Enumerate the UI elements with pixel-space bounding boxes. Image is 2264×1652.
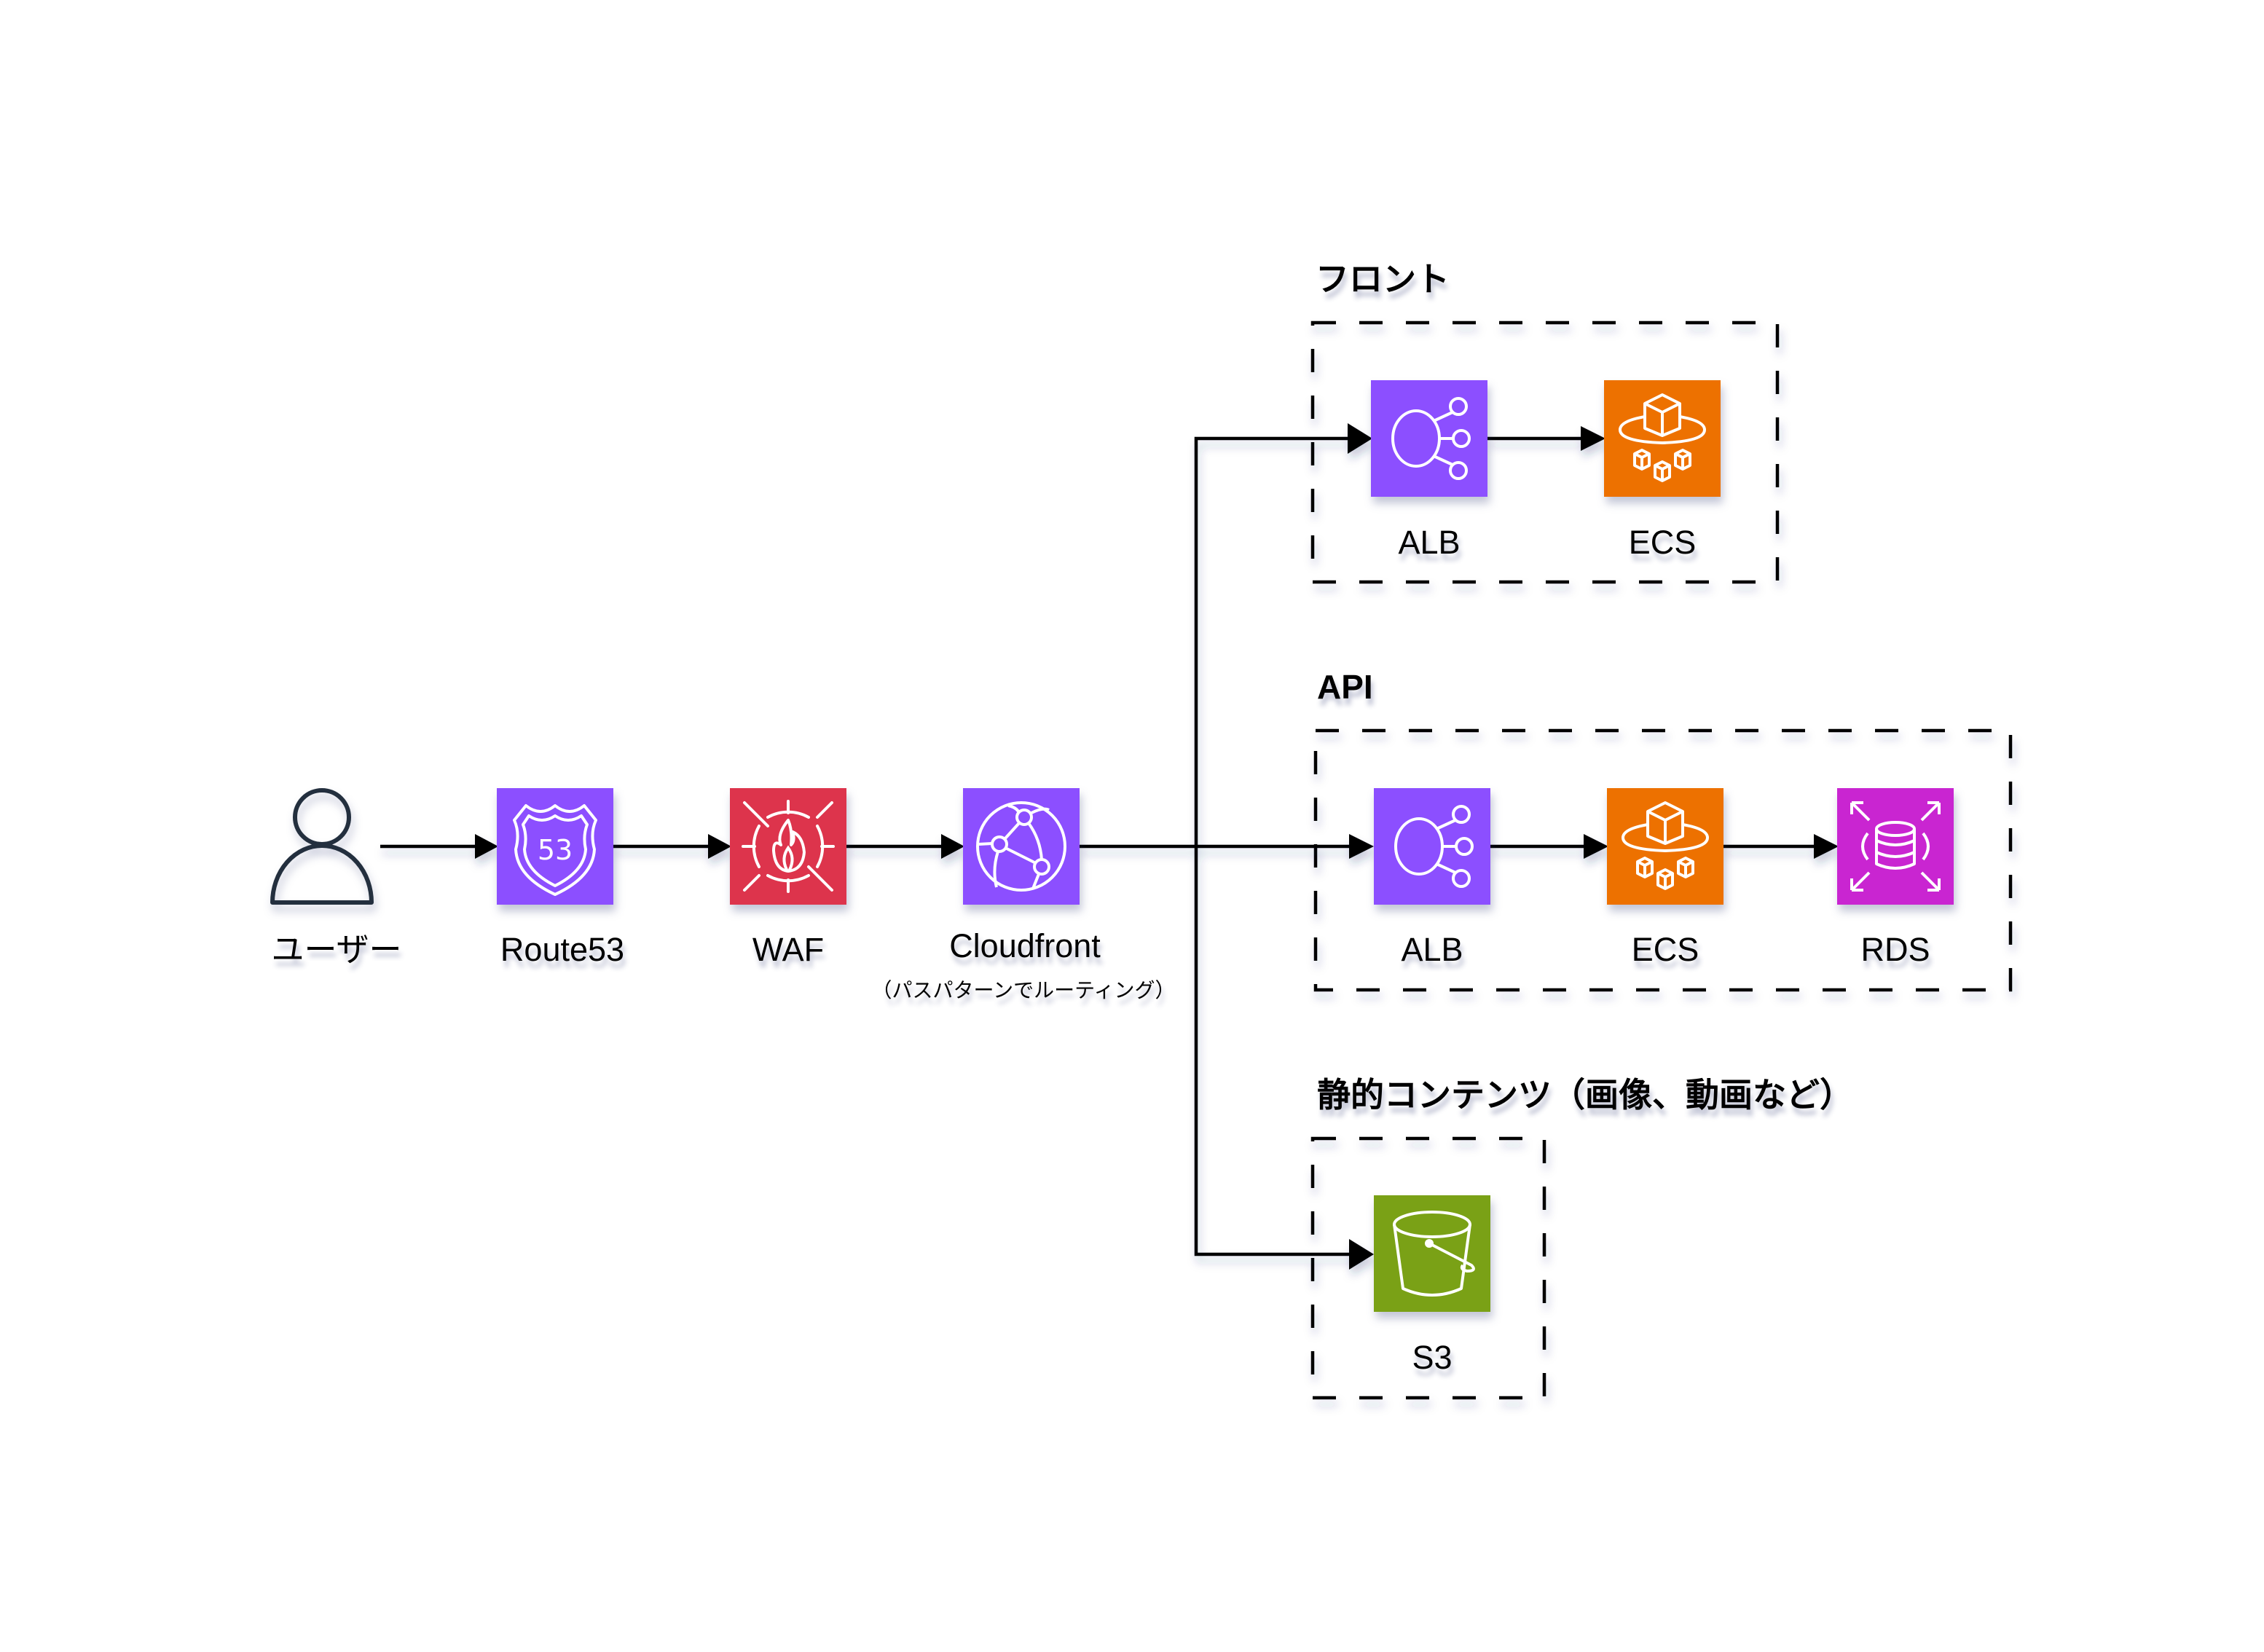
group-title-static: 静的コンテンツ（画像、動画など） [1317, 1076, 1853, 1114]
arrowhead [1349, 834, 1374, 859]
api-alb-node[interactable] [1374, 788, 1490, 905]
user-node[interactable] [264, 788, 380, 905]
route53-node[interactable]: 53 [497, 788, 613, 905]
s3-bucket-icon [1393, 1211, 1475, 1297]
group-box-api [1313, 728, 2013, 992]
route53-label: Route53 [500, 931, 625, 968]
edge-cloudfront-s3 [1194, 846, 1351, 1256]
group-title-api: API [1317, 668, 1373, 706]
api-ecs-node[interactable] [1607, 788, 1723, 905]
front-ecs-node[interactable] [1604, 380, 1721, 497]
api-alb-label: ALB [1401, 931, 1463, 968]
arrowhead [941, 834, 964, 859]
api-rds-label: RDS [1860, 931, 1930, 968]
arrowhead [1584, 834, 1608, 859]
edge-cloudfront-front-alb [1194, 436, 1348, 846]
alb-icon [1394, 805, 1474, 888]
rds-icon [1850, 801, 1941, 892]
arrowhead [1348, 423, 1372, 454]
group-box-static [1310, 1136, 1546, 1400]
front-ecs-label: ECS [1628, 524, 1697, 561]
ecs-icon [1622, 801, 1709, 890]
s3-node[interactable] [1374, 1195, 1490, 1312]
group-title-front: フロント [1316, 260, 1450, 298]
waf-label: WAF [752, 931, 825, 968]
cloudfront-sublabel: （パスパターンでルーティング） [871, 979, 1176, 1002]
s3-label: S3 [1412, 1339, 1453, 1376]
cloudfront-label: Cloudfront [949, 927, 1101, 964]
waf-firewall-icon [742, 800, 835, 893]
ecs-icon [1619, 393, 1706, 482]
user-label: ユーザー [271, 931, 402, 968]
api-rds-node[interactable] [1837, 788, 1954, 905]
arrowhead [1814, 834, 1839, 859]
route53-shield-icon: 53 [513, 804, 597, 896]
cloudfront-globe-icon [976, 801, 1066, 892]
group-box-front [1310, 320, 1780, 584]
arrowhead [1581, 426, 1605, 451]
arrowhead [708, 834, 731, 859]
waf-node[interactable] [730, 788, 846, 905]
svg-text:53: 53 [538, 834, 573, 866]
cloudfront-node[interactable] [963, 788, 1080, 905]
arrowhead [475, 834, 498, 859]
api-ecs-label: ECS [1631, 931, 1699, 968]
alb-icon [1391, 397, 1471, 480]
user-icon [270, 788, 374, 905]
front-alb-label: ALB [1398, 524, 1461, 561]
front-alb-node[interactable] [1371, 380, 1487, 497]
arrowhead [1349, 1239, 1374, 1270]
